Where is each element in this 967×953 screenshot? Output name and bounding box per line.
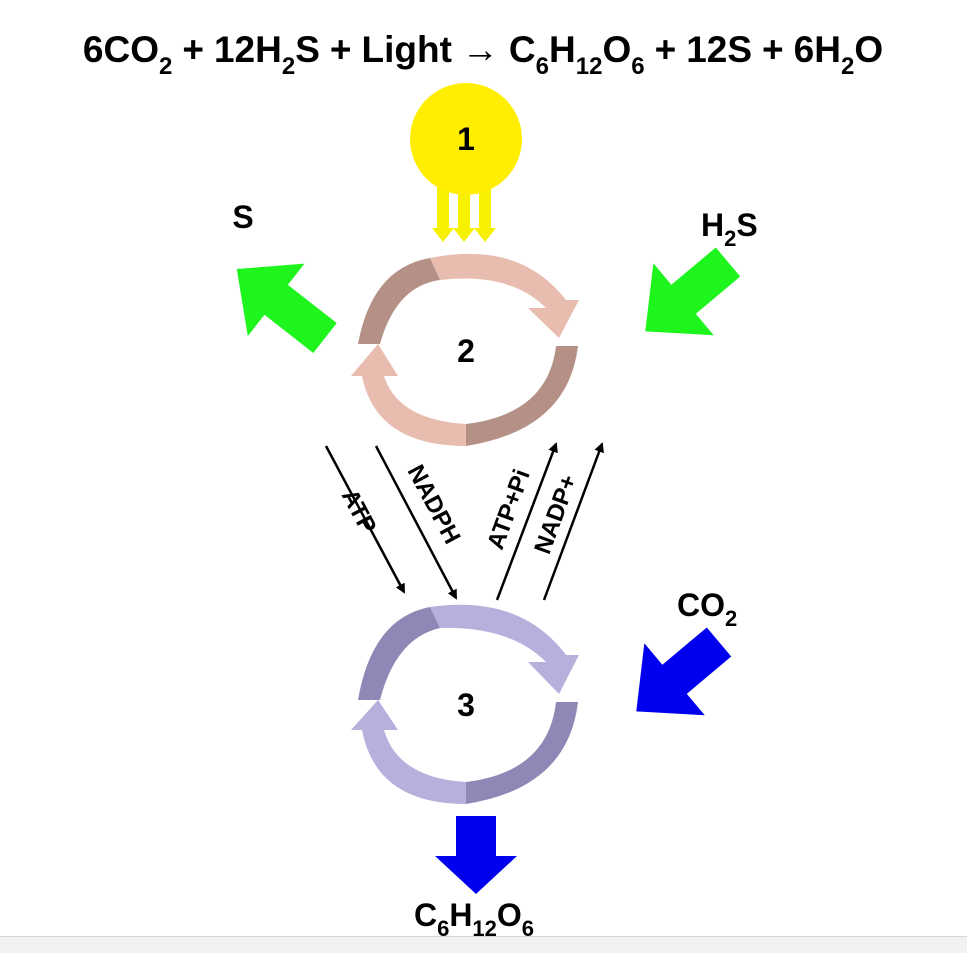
glucose-output-arrow	[435, 816, 517, 894]
sulfur-output-arrow	[236, 263, 337, 353]
atp-pi-label: ATP+Pi	[482, 466, 536, 553]
eq-water-sub: 2	[841, 53, 854, 80]
cycle3-upper-right-arc	[430, 604, 579, 694]
equation-title: 6CO2+12H2S+Light→C6H12O6+12S+6H2O	[83, 29, 883, 80]
cycle3-lower-right-arc	[466, 702, 578, 804]
transfer-arrows: ATP NADPH ATP+Pi NADP+	[324, 442, 604, 601]
glucose-output-label: C6H12O6	[414, 897, 534, 936]
sun-label: 1	[457, 121, 475, 157]
atp-label: ATP	[336, 485, 382, 538]
eq-co2-sub: 2	[159, 53, 172, 80]
cycle2-label: 2	[457, 333, 475, 369]
atp-pi-arrow	[495, 442, 558, 601]
co2-input-arrow	[636, 627, 732, 716]
cycle2-upper-right-arc	[430, 253, 579, 338]
eq-co2: 6CO	[83, 29, 159, 70]
eq-glucose-c: C	[509, 29, 536, 70]
cycle2-upper-left-arc	[358, 258, 440, 344]
cycle3-upper-left-arc	[358, 607, 440, 700]
cycle2-lower-left-arc	[351, 344, 466, 446]
nadp-arrow	[542, 442, 604, 601]
eq-glucose-c-sub: 6	[536, 53, 549, 80]
eq-plus-1: +	[182, 29, 204, 70]
eq-arrow: →	[462, 29, 499, 70]
eq-sulfur: 12S	[686, 29, 752, 70]
eq-glucose-o-sub: 6	[631, 53, 644, 80]
h2s-input-label: H2S	[701, 207, 758, 251]
sun-circle	[410, 83, 522, 195]
eq-plus-3: +	[655, 29, 677, 70]
light-reaction-cycle: 2	[351, 253, 579, 446]
eq-h2s: 12H	[214, 29, 282, 70]
cycle2-lower-right-arc	[466, 346, 578, 446]
nadph-label: NADPH	[402, 460, 466, 548]
eq-plus-4: +	[762, 29, 784, 70]
co2-input-label: CO2	[677, 587, 737, 631]
eq-light: Light	[362, 29, 452, 70]
nadph-arrow	[374, 445, 458, 600]
eq-plus-2: +	[330, 29, 352, 70]
sulfur-output-label: S	[232, 199, 253, 235]
eq-water-end: O	[854, 29, 883, 70]
cycle3-label: 3	[457, 687, 475, 723]
eq-glucose-h-sub: 12	[576, 53, 603, 80]
h2s-input-arrow	[645, 247, 741, 336]
eq-water: 6H	[794, 29, 841, 70]
cycle3-lower-left-arc	[351, 700, 466, 804]
eq-h2s-sub: 2	[282, 53, 295, 80]
calvin-cycle: 3	[351, 604, 579, 804]
atp-arrow	[324, 445, 406, 594]
eq-glucose-o: O	[602, 29, 631, 70]
bottom-scroll-strip	[0, 936, 967, 953]
sun-icon: 1	[410, 83, 522, 242]
eq-h2s-end: S	[295, 29, 320, 70]
eq-glucose-h: H	[549, 29, 576, 70]
